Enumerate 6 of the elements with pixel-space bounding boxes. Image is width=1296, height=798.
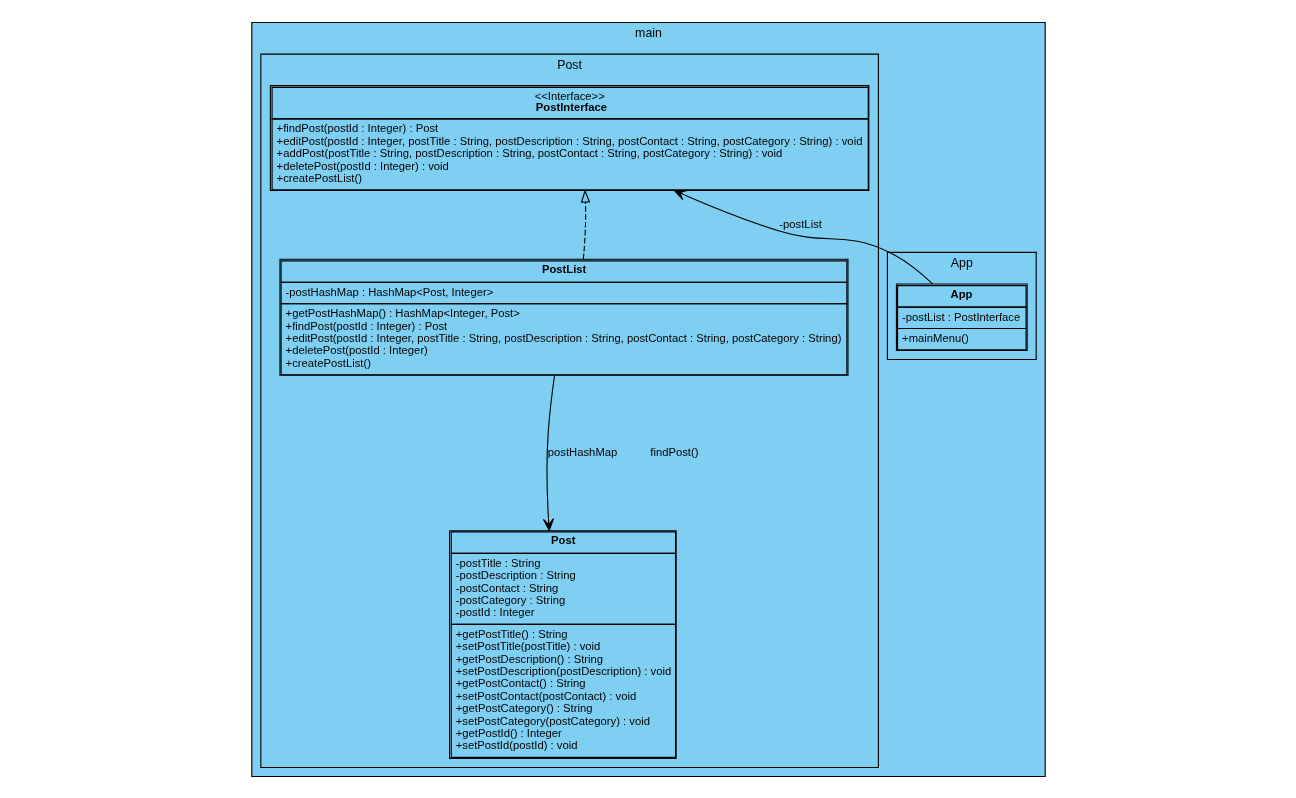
edge-label: postHashMap (547, 445, 617, 458)
arrow (542, 374, 555, 531)
label: findPost() (649, 445, 698, 458)
edge-label: -postList (778, 217, 822, 230)
arrow (673, 189, 933, 284)
arrow (580, 188, 590, 260)
